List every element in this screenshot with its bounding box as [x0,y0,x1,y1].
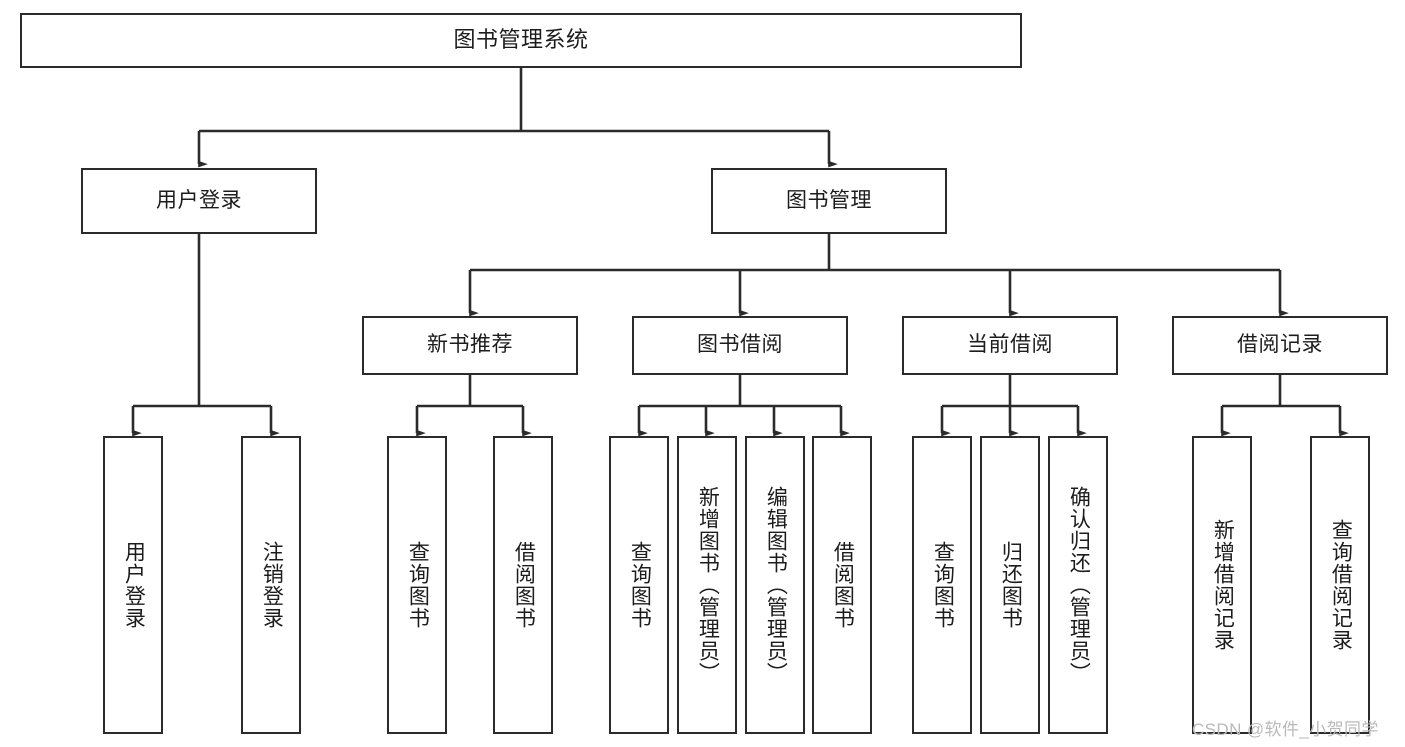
node-label: 查询图书 [931,541,955,629]
node-label: 用户登录 [122,541,146,629]
leaf-confirm-return-admin[interactable]: 确认归还（管理员） [1048,436,1108,734]
node-label: 编辑图书（管理员） [764,486,788,684]
node-label: 图书管理系统 [453,27,589,53]
node-current-borrow[interactable]: 当前借阅 [902,316,1118,375]
node-label: 用户登录 [156,188,242,212]
node-label: 查询图书 [406,541,430,629]
node-label: 注销登录 [260,541,284,629]
node-label: 图书管理 [786,188,872,212]
node-user-login[interactable]: 用户登录 [81,168,317,234]
node-label: 确认归还（管理员） [1067,486,1091,684]
leaf-query-book-borrow[interactable]: 查询图书 [609,436,669,734]
leaf-logout[interactable]: 注销登录 [241,436,301,734]
leaf-user-login[interactable]: 用户登录 [103,436,163,734]
leaf-edit-book-admin[interactable]: 编辑图书（管理员） [745,436,805,734]
node-label: 借阅记录 [1237,333,1323,357]
leaf-query-book-recommendation[interactable]: 查询图书 [387,436,447,734]
node-book-borrow[interactable]: 图书借阅 [632,316,848,375]
node-label: 借阅图书 [831,541,855,629]
node-label: 新增借阅记录 [1211,519,1235,651]
node-label: 查询图书 [628,541,652,629]
leaf-query-book-current[interactable]: 查询图书 [912,436,972,734]
node-label: 新增图书（管理员） [696,486,720,684]
leaf-borrow-book-recommendation[interactable]: 借阅图书 [493,436,553,734]
leaf-add-borrow-record[interactable]: 新增借阅记录 [1192,436,1252,734]
node-label: 当前借阅 [967,333,1053,357]
node-label: 归还图书 [999,541,1023,629]
leaf-add-book-admin[interactable]: 新增图书（管理员） [677,436,737,734]
leaf-return-book[interactable]: 归还图书 [980,436,1040,734]
node-root-system[interactable]: 图书管理系统 [20,13,1022,68]
leaf-borrow-book[interactable]: 借阅图书 [812,436,872,734]
node-label: 图书借阅 [697,333,783,357]
node-borrow-record[interactable]: 借阅记录 [1172,316,1388,375]
node-label: 查询借阅记录 [1329,519,1353,651]
node-new-book-recommendation[interactable]: 新书推荐 [362,316,578,375]
leaf-query-borrow-record[interactable]: 查询借阅记录 [1310,436,1370,734]
node-label: 新书推荐 [427,333,513,357]
node-label: 借阅图书 [512,541,536,629]
csdn-watermark: CSDN @软件_小贺同学 [1192,720,1379,739]
node-book-management[interactable]: 图书管理 [711,168,947,234]
